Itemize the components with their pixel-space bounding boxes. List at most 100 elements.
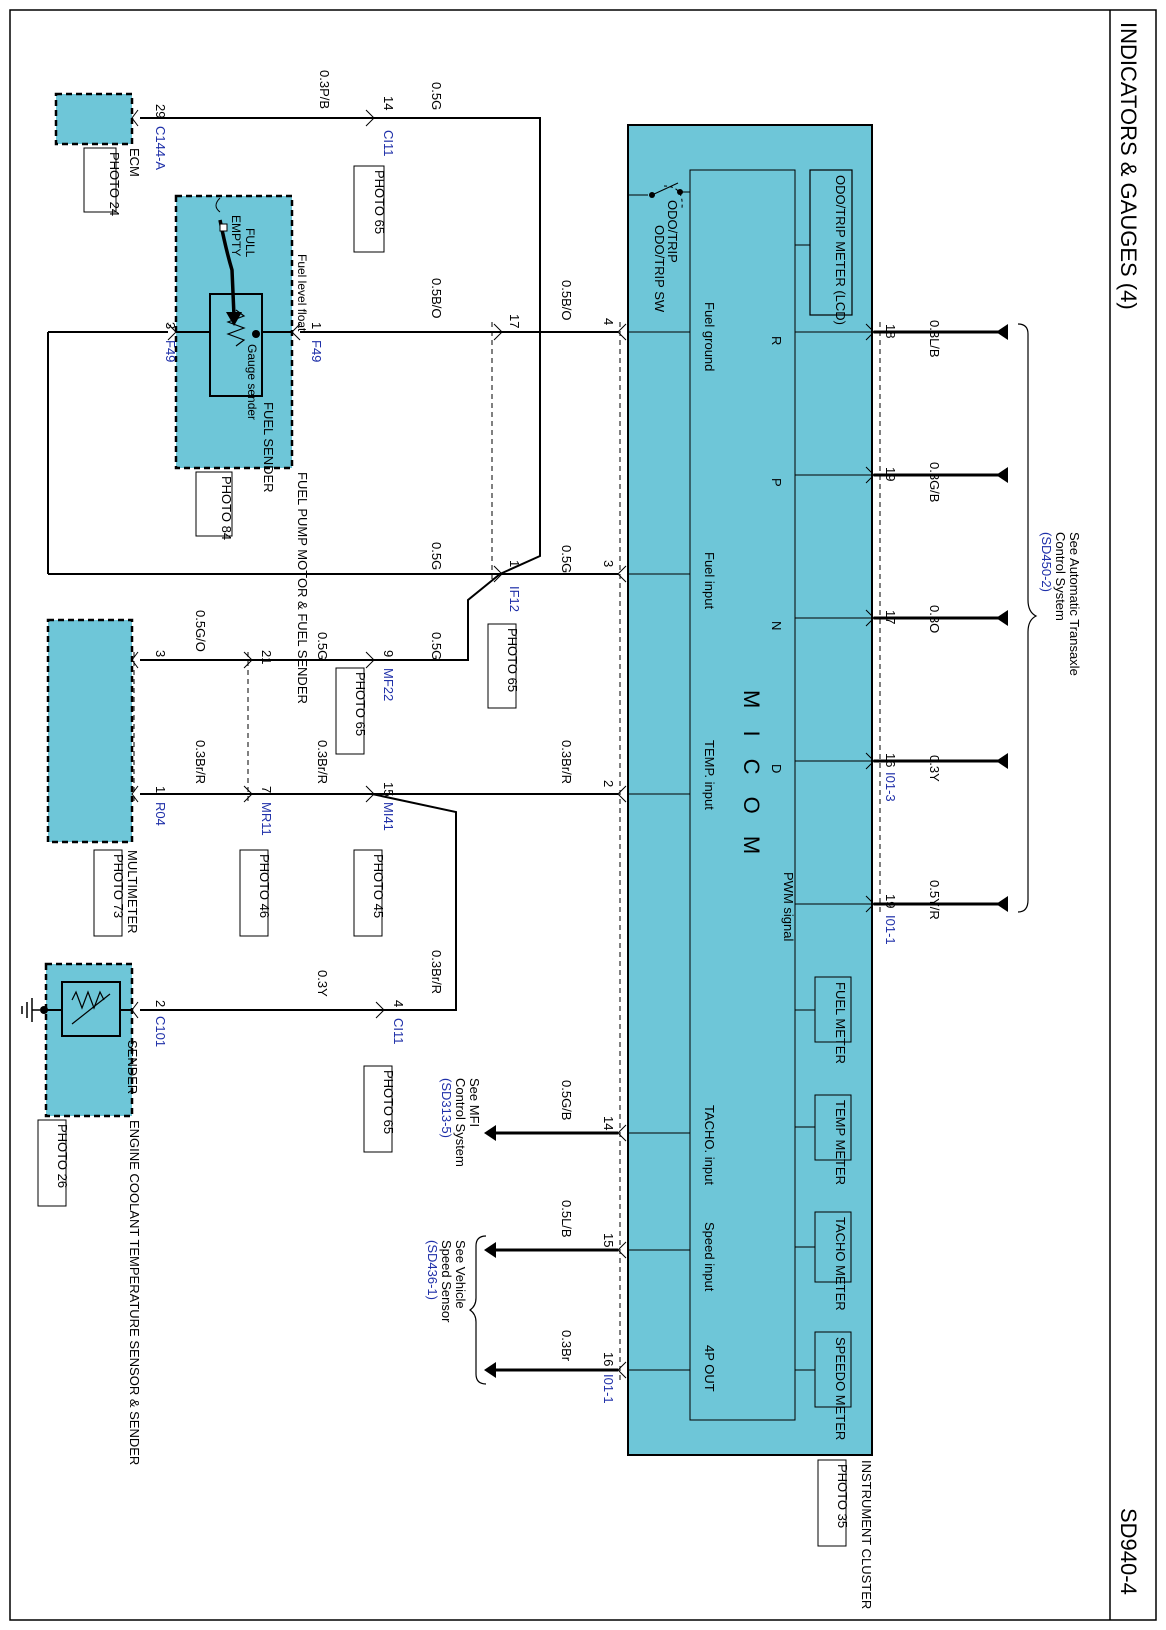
mr11-photo: PHOTO 46 (257, 854, 272, 918)
ci11-bottom-conn: CI11 (391, 1018, 406, 1045)
top-connector-group: 18 0.3L/B 19 0.3G/B 17 0.3O 16 0.3Y I01-… (865, 320, 1008, 945)
ci11-top-photo: PHOTO 65 (372, 170, 387, 234)
cluster-photo-box (817, 1459, 847, 1547)
atx-reference: See Automatic Transaxle Control System (… (1039, 532, 1082, 676)
4p-out-label: 4P OUT (702, 1345, 717, 1392)
mr11-pin: 7 (259, 786, 274, 793)
multimeter-box (46, 618, 134, 844)
gear-r: R (769, 336, 784, 345)
wire-0.3Y-top: 0.3Y (927, 755, 942, 782)
pin-3-cluster: 3 (601, 560, 616, 567)
fuel-meter-label: FUEL METER (833, 982, 848, 1064)
conn-i01-1-top: I01-1 (883, 915, 898, 945)
instrument-cluster-name: INSTRUMENT CLUSTER (859, 1460, 874, 1609)
empty-label: EMPTY (229, 215, 243, 256)
wire-0.5Y-R: 0.5Y/R (927, 880, 942, 920)
gauge-sender-box (209, 293, 263, 397)
ci11-top-pin: 14 (381, 96, 396, 110)
f49-pin1: 1 (309, 322, 324, 329)
f49-pin3: 3 (163, 322, 178, 329)
mr11-conn: MR11 (259, 802, 274, 836)
ecm-photo-box (83, 147, 117, 213)
ci11-top-photo-box (353, 165, 385, 253)
odo-trip-meter-box (809, 169, 853, 316)
if12-pin1: 1 (507, 560, 522, 567)
fuel-input-label: Fuel input (702, 552, 717, 609)
speedo-meter-label: SPEEDO METER (833, 1337, 848, 1440)
ci11-bottom-pin: 4 (391, 1000, 406, 1007)
vss-reference: See Vehicle Speed Sensor (SD436-1) (425, 1240, 468, 1323)
ci11-top-conn: CI11 (381, 130, 396, 157)
instrument-cluster-box (627, 124, 873, 1456)
cluster-photo: PHOTO 35 (835, 1464, 850, 1528)
multimeter-pin3: 3 (153, 650, 168, 657)
conn-i01-3: I01-3 (883, 772, 898, 802)
vss-brace (468, 1235, 487, 1385)
wire-0.3Y-ect: 0.3Y (315, 970, 330, 997)
ecm-photo: PHOTO 24 (107, 152, 122, 216)
multimeter-photo: PHOTO 73 (111, 854, 126, 918)
mf22-photo-box (335, 667, 365, 755)
f49-conn-bottom: F49 (163, 340, 178, 362)
pin-18: 18 (883, 324, 898, 338)
svg-text:(SD450-2): (SD450-2) (1039, 532, 1054, 592)
wire-0.5G-left: 0.5G (429, 542, 444, 570)
gear-n: N (769, 621, 784, 630)
wire-0.5G-cluster: 0.5G (559, 545, 574, 573)
if12-photo-box (487, 623, 517, 709)
wire-0.3Br-R-multimeter: 0.3Br/R (193, 740, 208, 784)
svg-text:See MFI: See MFI (467, 1078, 482, 1127)
mi41-photo-box (353, 849, 383, 937)
mf22-conn: MF22 (381, 668, 396, 701)
pin-16-top: 16 (883, 753, 898, 767)
ect-photo: PHOTO 26 (55, 1124, 70, 1188)
fuel-ground-label: Fuel ground (702, 302, 717, 371)
ect-photo-box (37, 1119, 67, 1207)
svg-text:(SD436-1): (SD436-1) (425, 1240, 440, 1300)
wire-0.5G-O: 0.5G/O (193, 610, 208, 652)
pin-15-cluster: 15 (601, 1233, 616, 1247)
wire-0.5G-mf22-left: 0.5G (315, 632, 330, 660)
pin-2-cluster: 2 (601, 780, 616, 787)
svg-text:See Vehicle: See Vehicle (453, 1240, 468, 1309)
speed-input-label: Speed input (702, 1222, 717, 1292)
fuel-sender-name: FUEL PUMP MOTOR & FUEL SENDER (295, 472, 310, 704)
pwm-signal-label: PWM signal (781, 872, 796, 941)
fuel-sender-photo-box (195, 471, 233, 537)
pin-14-cluster: 14 (601, 1116, 616, 1130)
bottom-pin-lines (628, 331, 690, 1371)
wire-0.3Br-R-up: 0.3Br/R (429, 950, 444, 994)
wire-0.5B-O-cluster: 0.5B/O (559, 280, 574, 320)
svg-text:Control System: Control System (453, 1078, 468, 1167)
bottom-connector-group: 4 0.5B/O 3 0.5G 2 0.3Br/R 14 0.5G/B 15 0… (484, 280, 627, 1404)
odo-trip-meter-label: ODO/TRIP METER (LCD) (833, 175, 848, 325)
ect-sender-label: SENDER (125, 1040, 140, 1094)
top-brace (1017, 323, 1038, 913)
tacho-meter-label: TACHO METER (833, 1217, 848, 1311)
wire-0.3Br-R-cluster: 0.3Br/R (559, 740, 574, 784)
tacho-input-label: TACHO. input (702, 1105, 717, 1185)
r04-conn: R04 (153, 802, 168, 826)
ecm-pin: 29 (153, 104, 168, 118)
svg-text:ODO/TRIP: ODO/TRIP (665, 200, 680, 263)
c101-conn: C101 (153, 1016, 168, 1047)
gear-d: D (769, 764, 784, 773)
mr11-photo-box (239, 849, 269, 937)
wire-0.5L-B: 0.5L/B (559, 1200, 574, 1238)
resistor-icon (226, 309, 246, 347)
page-frame (9, 9, 1157, 1621)
temp-input-label: TEMP. input (702, 740, 717, 810)
multimeter-photo-box (93, 849, 123, 937)
if12-pin17: 17 (507, 314, 522, 328)
wire-0.3G-B: 0.3G/B (927, 462, 942, 502)
full-label: FULL (243, 228, 257, 258)
page-code: SD940-4 (1116, 1508, 1141, 1595)
ect-sensor-box (44, 962, 134, 1118)
if12-photo: PHOTO 65 (505, 628, 520, 692)
fuel-sender-photo: PHOTO 84 (219, 476, 234, 540)
fuel-level-float-label: Fuel level float (295, 254, 309, 332)
mfi-reference: See MFI Control System (SD313-5) (439, 1078, 482, 1167)
micom-label: M I C O M (739, 690, 764, 862)
svg-text:(SD313-5): (SD313-5) (439, 1078, 454, 1138)
mi41-pin: 15 (381, 782, 396, 796)
